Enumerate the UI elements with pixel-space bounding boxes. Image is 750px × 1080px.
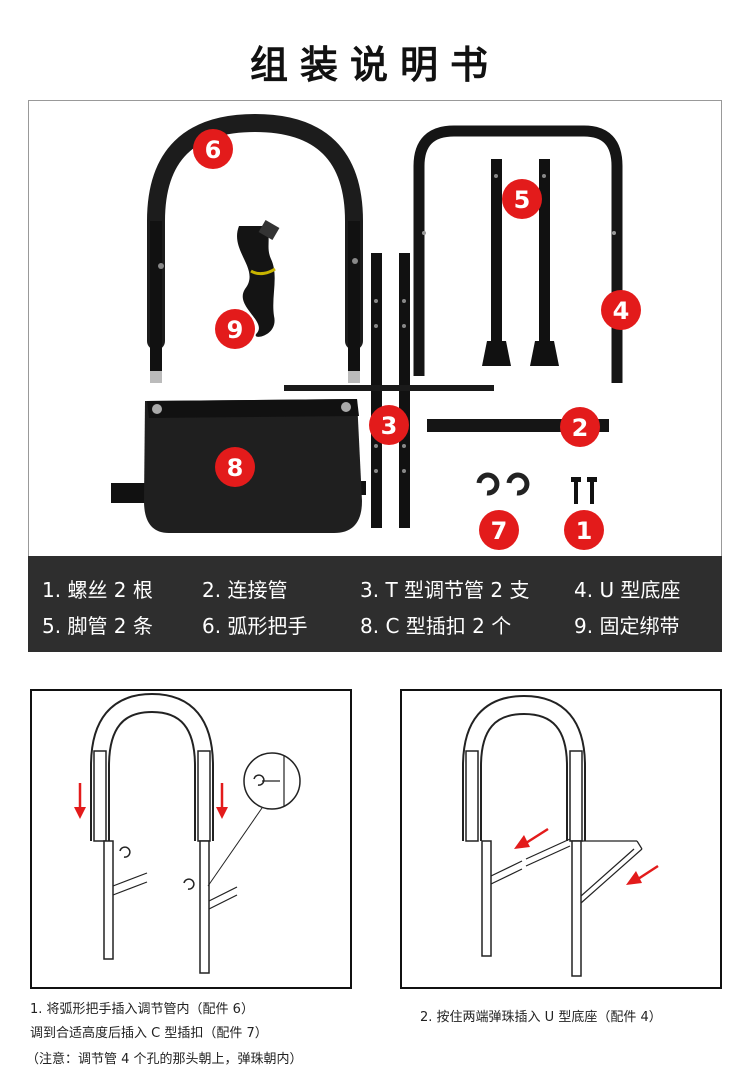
- svg-text:4: 4: [613, 297, 630, 325]
- step2-caption: 2. 按住两端弹珠插入 U 型底座（配件 4）: [420, 1010, 662, 1025]
- badge-1: 1: [564, 510, 604, 550]
- legend-item: 5. 脚管 2 条: [42, 614, 153, 638]
- svg-text:9: 9: [227, 316, 244, 344]
- arc-handle-part: [147, 113, 363, 383]
- badge-9: 9: [215, 309, 255, 349]
- svg-text:6: 6: [205, 136, 222, 164]
- legend-item: 2. 连接管: [202, 578, 288, 602]
- badge-4: 4: [601, 290, 641, 330]
- badge-3: 3: [369, 405, 409, 445]
- t-tube-part: [284, 253, 494, 528]
- badge-8: 8: [215, 447, 255, 487]
- badge-7: 7: [479, 510, 519, 550]
- svg-text:3: 3: [381, 412, 398, 440]
- u-base-part: [413, 125, 623, 383]
- page-title: 组装说明书: [249, 43, 500, 87]
- legend-item: 6. 弧形把手: [202, 614, 308, 638]
- legend-item: 9. 固定绑带: [574, 614, 680, 638]
- legend-item: 1. 螺丝 2 根: [42, 578, 153, 602]
- step1-caption-line2: 调到合适高度后插入 C 型插扣（配件 7）: [30, 1026, 268, 1041]
- strap-part: [237, 219, 280, 337]
- screw-part: [571, 477, 597, 504]
- step1-caption-line3: （注意：调节管 4 个孔的那头朝上，弹珠朝内）: [26, 1052, 303, 1067]
- badge-6: 6: [193, 129, 233, 169]
- svg-text:7: 7: [491, 517, 508, 545]
- legend-item: 3. T 型调节管 2 支: [360, 578, 530, 602]
- step1-illustration: [30, 689, 352, 989]
- svg-text:2: 2: [572, 414, 589, 442]
- legend-item: 4. U 型底座: [574, 578, 681, 602]
- badge-5: 5: [502, 179, 542, 219]
- svg-text:5: 5: [514, 186, 531, 214]
- foot-tube-part: [482, 159, 559, 366]
- svg-text:8: 8: [227, 454, 244, 482]
- parts-legend: 1. 螺丝 2 根 2. 连接管 3. T 型调节管 2 支 4. U 型底座 …: [28, 556, 722, 652]
- step2-illustration: [400, 689, 722, 989]
- svg-text:1: 1: [576, 517, 593, 545]
- legend-item: 8. C 型插扣 2 个: [360, 614, 512, 638]
- c-clip-part: [476, 472, 530, 496]
- badge-2: 2: [560, 407, 600, 447]
- step1-caption-line1: 1. 将弧形把手插入调节管内（配件 6）: [30, 1002, 254, 1017]
- parts-photo: 6 5 4 9 3 2 8 7 1: [28, 100, 722, 557]
